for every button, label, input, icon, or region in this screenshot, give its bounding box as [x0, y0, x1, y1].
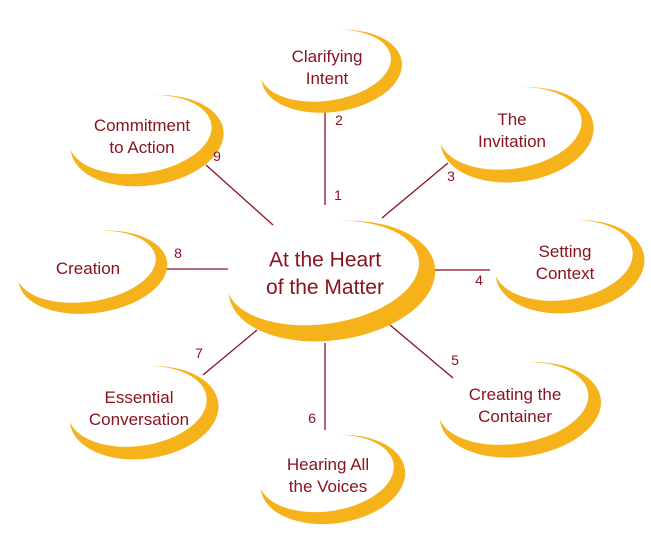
node-clarifying-intent-label-line-2: Intent — [306, 69, 349, 88]
node-clarifying-intent-label-line-1: Clarifying — [292, 47, 363, 66]
spoke-the-invitation — [381, 162, 449, 219]
node-commitment-to-action: Commitment to Action — [69, 94, 224, 187]
node-essential-conversation-oval — [67, 366, 207, 447]
node-the-invitation-label-line-2: Invitation — [478, 132, 546, 151]
spoke-creating-the-container — [389, 324, 454, 379]
nodes: ClarifyingIntentTheInvitationSettingCont… — [17, 29, 645, 525]
node-the-invitation-label-line-1: The — [497, 110, 526, 129]
node-creation: Creation — [17, 230, 168, 314]
step-number-7: 7 — [195, 345, 203, 361]
center-node: At the Heart of the Matter — [226, 220, 436, 342]
node-essential-conversation-label-line-2: Conversation — [89, 410, 189, 429]
node-commitment-to-action-label-line-1: Commitment — [94, 116, 191, 135]
step-number-4: 4 — [475, 272, 483, 288]
step-number-5: 5 — [451, 352, 459, 368]
node-setting-context-label-line-2: Context — [536, 264, 595, 283]
node-creating-the-container-oval — [438, 361, 589, 445]
step-numbers: 2 3 4 5 6 7 8 9 1 — [174, 112, 483, 426]
node-creating-the-container-label-line-1: Creating the — [469, 385, 562, 404]
center-label-line-1: At the Heart — [269, 249, 381, 272]
node-essential-conversation-label-line-1: Essential — [105, 388, 174, 407]
step-number-6: 6 — [308, 410, 316, 426]
node-creation-label-line-1: Creation — [56, 259, 120, 278]
node-hearing-all-the-voices-label-line-1: Hearing All — [287, 455, 369, 474]
step-number-9: 9 — [213, 148, 221, 164]
node-setting-context-label-line-1: Setting — [539, 242, 592, 261]
center-oval — [226, 220, 420, 326]
step-number-8: 8 — [174, 245, 182, 261]
node-the-invitation-oval — [438, 87, 582, 170]
node-hearing-all-the-voices-oval — [258, 434, 394, 513]
spokes — [162, 110, 490, 430]
step-number-3: 3 — [447, 168, 455, 184]
node-creating-the-container-label-line-2: Container — [478, 407, 552, 426]
spoke-essential-conversation — [202, 329, 258, 376]
center-label-line-2: of the Matter — [266, 276, 384, 299]
node-creation-oval — [17, 230, 156, 303]
node-commitment-to-action-label-line-2: to Action — [109, 138, 174, 157]
node-setting-context-oval — [493, 220, 633, 301]
step-number-2: 2 — [335, 112, 343, 128]
step-number-1: 1 — [334, 187, 342, 203]
spoke-commitment-to-action — [205, 164, 274, 226]
node-hearing-all-the-voices: Hearing All the Voices — [258, 434, 406, 525]
node-commitment-to-action-oval — [69, 94, 212, 175]
node-hearing-all-the-voices-label-line-2: the Voices — [289, 477, 367, 496]
node-clarifying-intent-oval — [259, 29, 391, 102]
